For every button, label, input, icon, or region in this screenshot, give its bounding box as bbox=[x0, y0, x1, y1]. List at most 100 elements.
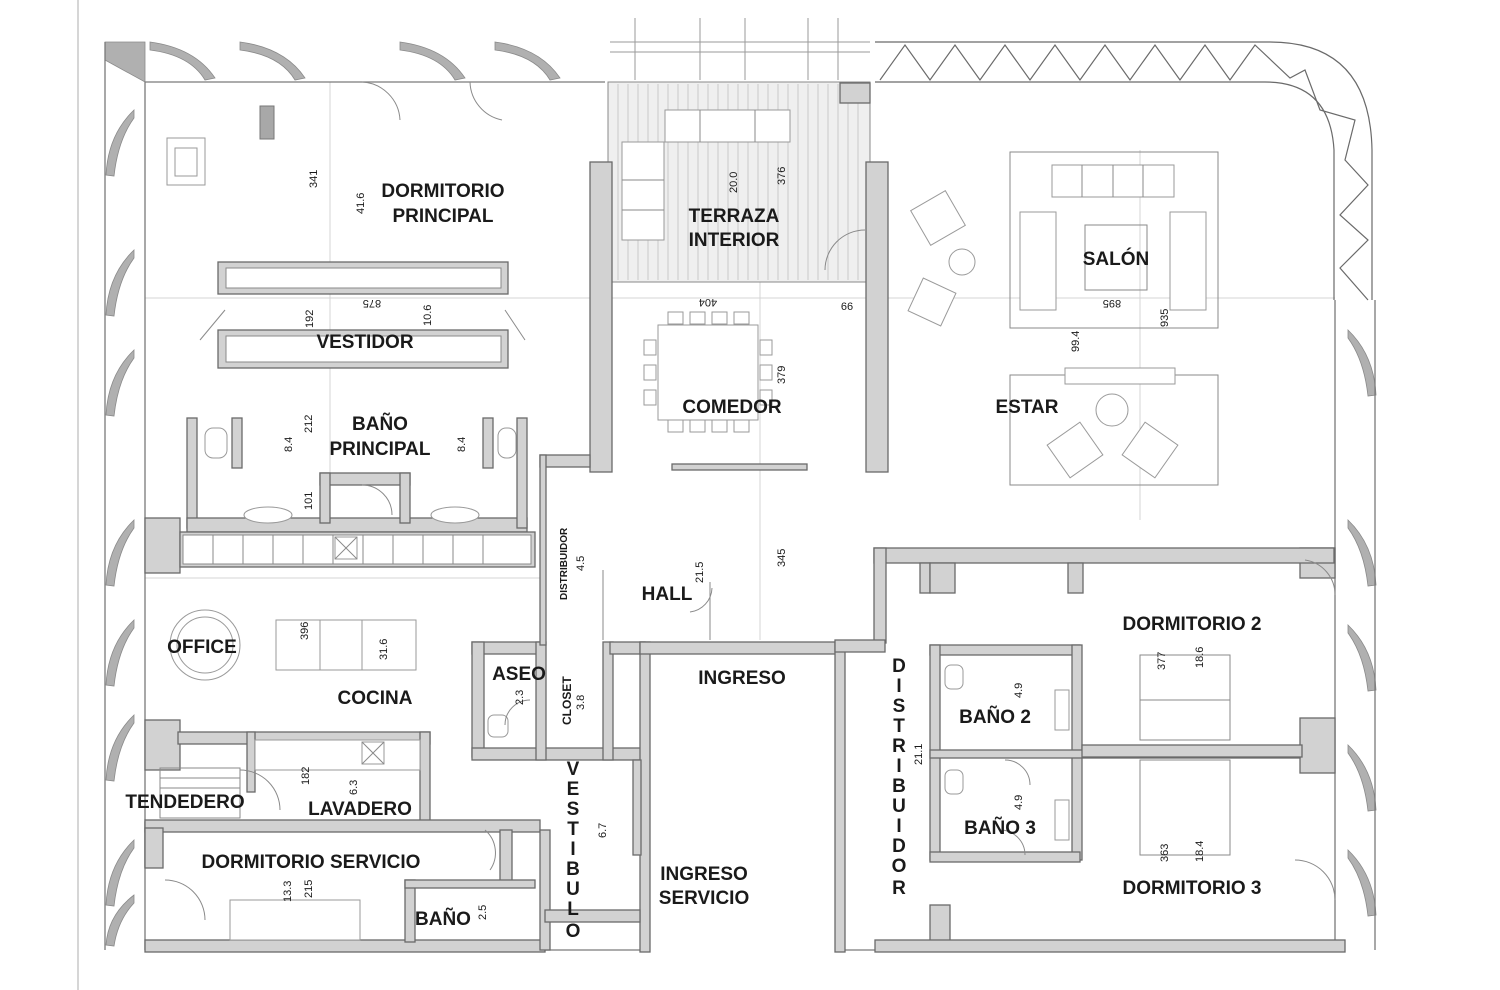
dim-label: 6.7 bbox=[597, 823, 609, 838]
dim-label: 345 bbox=[776, 549, 788, 567]
distribuidor-letter: B bbox=[892, 776, 906, 797]
distribuidor-letter: I bbox=[896, 676, 901, 697]
dim-label: 192 bbox=[304, 310, 316, 328]
dim-label: 41.6 bbox=[355, 193, 367, 214]
label-salon: SALÓN bbox=[1083, 248, 1150, 270]
dim-label: 6.3 bbox=[348, 780, 360, 795]
label-dormitorio-principal-1: DORMITORIO bbox=[381, 181, 504, 202]
dim-label: 2.5 bbox=[477, 905, 489, 920]
distribuidor-letter: I bbox=[896, 756, 901, 777]
dim-label: 20.0 bbox=[728, 172, 740, 193]
dim-label: 66 bbox=[841, 301, 853, 313]
dim-label: 18.6 bbox=[1194, 647, 1206, 668]
label-bano-principal-2: PRINCIPAL bbox=[330, 439, 431, 460]
vestibulo-letter: O bbox=[566, 921, 581, 942]
label-vestidor: VESTIDOR bbox=[316, 332, 413, 353]
master-bath bbox=[186, 417, 528, 533]
label-dormitorio-principal-2: PRINCIPAL bbox=[393, 206, 494, 227]
dim-label: 212 bbox=[303, 415, 315, 433]
distribuidor-letter: D bbox=[892, 656, 906, 677]
dim-label: 101 bbox=[303, 492, 315, 510]
label-dormitorio-3: DORMITORIO 3 bbox=[1123, 878, 1262, 899]
label-bano-principal-1: BAÑO bbox=[352, 413, 408, 435]
dim-label: 10.6 bbox=[422, 305, 434, 326]
dim-label: 215 bbox=[303, 880, 315, 898]
label-bano: BAÑO bbox=[415, 908, 471, 930]
label-dormitorio-servicio: DORMITORIO SERVICIO bbox=[202, 852, 421, 873]
vestibulo-letter: I bbox=[570, 839, 575, 860]
dining-table bbox=[643, 229, 866, 433]
laundry bbox=[144, 731, 541, 833]
dim-label: 21.5 bbox=[694, 562, 706, 583]
dim-label: 8.4 bbox=[283, 437, 295, 452]
kitchen-counters bbox=[179, 531, 536, 671]
dim-label: 8.4 bbox=[456, 437, 468, 452]
bedroom-beds bbox=[1139, 654, 1231, 856]
dim-label: 99.4 bbox=[1070, 331, 1082, 352]
dim-label: 21.1 bbox=[913, 744, 925, 765]
dim-label: 13.3 bbox=[282, 881, 294, 902]
label-bano-2: BAÑO 2 bbox=[959, 706, 1031, 728]
facade-hatch-top bbox=[104, 41, 561, 83]
office-table bbox=[169, 609, 241, 681]
dim-label: 363 bbox=[1159, 844, 1171, 862]
right-corridor bbox=[874, 559, 1346, 953]
dim-label: 895 bbox=[1103, 297, 1121, 309]
distribuidor-letter: S bbox=[893, 696, 906, 717]
living-room-furniture bbox=[907, 151, 1219, 486]
dim-label: 875 bbox=[363, 297, 381, 309]
dim-label: 3.8 bbox=[575, 695, 587, 710]
entry-partitions bbox=[471, 454, 713, 953]
label-lavadero: LAVADERO bbox=[308, 799, 412, 820]
distribuidor-letter: I bbox=[896, 816, 901, 837]
vestibulo-letter: L bbox=[567, 899, 579, 920]
folding-window-facade bbox=[875, 41, 1373, 301]
distribuidor-letter: O bbox=[892, 856, 907, 877]
dim-label: 376 bbox=[776, 167, 788, 185]
facade-hatch-right bbox=[1347, 329, 1377, 917]
dimension-labels: 341 41.6 20.0 376 875 192 10.6 404 66 37… bbox=[282, 167, 1206, 920]
vestibulo-letter: T bbox=[567, 819, 579, 840]
distribuidor-letter: R bbox=[892, 736, 906, 757]
dim-label: 377 bbox=[1156, 652, 1168, 670]
label-ingreso-servicio-1: INGRESO bbox=[660, 864, 748, 885]
dim-label: 4.9 bbox=[1013, 795, 1025, 810]
dim-label: 182 bbox=[300, 767, 312, 785]
dim-label: 396 bbox=[299, 622, 311, 640]
dim-label: 935 bbox=[1159, 309, 1171, 327]
master-bedroom-furniture bbox=[166, 81, 503, 186]
label-ingreso-servicio-2: SERVICIO bbox=[659, 888, 749, 909]
dim-label: 18.4 bbox=[1194, 841, 1206, 862]
vestibulo-letter: E bbox=[567, 779, 580, 800]
label-terraza-interior-1: TERRAZA bbox=[689, 206, 780, 227]
label-estar: ESTAR bbox=[996, 397, 1059, 418]
terrace-railing bbox=[610, 18, 870, 80]
facade-hatch-left bbox=[105, 109, 135, 947]
terrace-floor bbox=[607, 81, 871, 283]
service-quarters bbox=[144, 827, 551, 953]
dim-label: 4.9 bbox=[1013, 683, 1025, 698]
dim-label: 341 bbox=[308, 170, 320, 188]
label-bano-3: BAÑO 3 bbox=[964, 817, 1036, 839]
distribuidor-letter: U bbox=[892, 796, 906, 817]
distribuidor-letter: R bbox=[892, 878, 906, 899]
vestibulo-letter: V bbox=[567, 759, 580, 780]
label-hall: HALL bbox=[642, 584, 693, 605]
hall-walls bbox=[639, 463, 1335, 953]
label-comedor: COMEDOR bbox=[682, 397, 782, 418]
label-office: OFFICE bbox=[167, 637, 237, 658]
vestibulo-letter: U bbox=[566, 879, 580, 900]
vestibulo-letter: S bbox=[567, 799, 580, 820]
distribuidor-letter: T bbox=[893, 716, 905, 737]
dim-label: 379 bbox=[776, 366, 788, 384]
label-vestibulo: V E S T I B U L O bbox=[566, 759, 581, 942]
dim-label: 4.5 bbox=[575, 556, 587, 571]
label-closet: CLOSET bbox=[560, 676, 574, 725]
label-aseo: ASEO bbox=[492, 664, 546, 685]
dim-label: 404 bbox=[699, 296, 717, 308]
label-tendedero: TENDEDERO bbox=[125, 792, 244, 813]
label-distribuidor-small: DISTRIBUIDOR bbox=[559, 527, 570, 600]
label-cocina: COCINA bbox=[338, 688, 413, 709]
label-dormitorio-2: DORMITORIO 2 bbox=[1123, 614, 1262, 635]
vestibulo-letter: B bbox=[566, 859, 580, 880]
